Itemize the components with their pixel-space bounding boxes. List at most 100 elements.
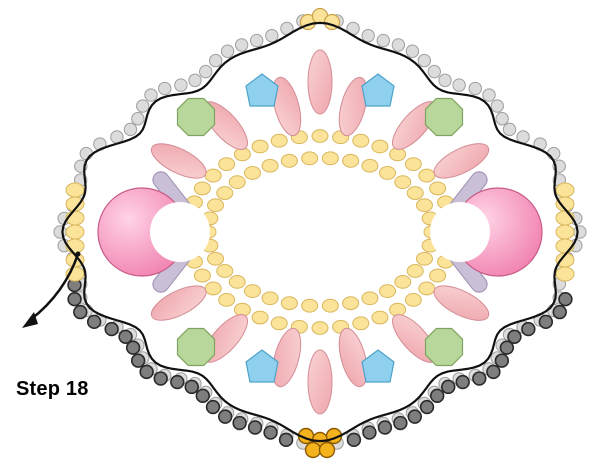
highlighted-bead [394,417,407,430]
highlighted-bead [421,401,434,414]
highlighted-bead [132,354,145,367]
yellow-seed-bead [556,267,574,281]
orange-bead [320,443,335,458]
highlighted-bead [431,389,444,402]
yellow-seed-bead [362,159,378,172]
orange-bead [306,443,321,458]
gray-seed-bead [54,226,66,238]
highlighted-bead [280,433,293,446]
yellow-seed-bead [362,292,378,305]
highlighted-bead [495,354,508,367]
pink-cabochons [98,188,542,276]
gray-seed-bead [200,65,212,77]
yellow-seed-bead [353,317,369,330]
yellow-seed-bead [205,282,221,295]
gray-seed-bead [145,89,157,101]
green-octagon-bead [426,329,463,366]
yellow-seed-bead [194,269,210,282]
gray-seed-bead [491,100,503,112]
gray-seed-bead [189,74,201,86]
yellow-seed-bead [405,158,421,171]
highlighted-bead [154,372,167,385]
gray-seed-bead [418,54,430,66]
gray-seed-bead [362,29,374,41]
yellow-seed-bead [302,299,318,312]
highlighted-bead [207,401,220,414]
gray-seed-bead [137,100,149,112]
rose-petal-bead [308,350,332,414]
gray-seed-bead [503,123,515,135]
gray-seed-bead [175,79,187,91]
yellow-seed-bead [343,297,359,310]
highlighted-bead [119,330,132,343]
yellow-seed-bead [430,269,446,282]
yellow-seed-bead [281,297,297,310]
gray-seed-bead [483,89,495,101]
gray-seed-bead [439,74,451,86]
yellow-seed-bead [302,152,318,165]
yellow-seed-bead [407,187,423,200]
highlighted-bead [553,306,566,319]
highlighted-bead [88,315,101,328]
yellow-seed-bead [395,275,411,288]
highlighted-bead [487,365,500,378]
highlighted-bead [500,341,513,354]
yellow-seed-bead [430,182,446,195]
gray-seed-bead [266,29,278,41]
gray-seed-bead [547,147,559,159]
yellow-seed-bead [219,293,235,306]
highlighted-bead [196,389,209,402]
yellow-seed-bead [262,159,278,172]
yellow-seed-bead [229,176,245,189]
rose-petal-bead [308,50,332,114]
highlighted-bead [442,380,455,393]
yellow-seed-bead [407,265,423,278]
yellow-seed-bead [252,140,268,153]
highlighted-bead [363,426,376,439]
yellow-seed-bead [217,265,233,278]
yellow-seed-bead [66,225,84,239]
gray-seed-bead [235,39,247,51]
blue-crystal-bead [246,74,278,106]
yellow-seed-bead [405,293,421,306]
highlighted-bead [559,293,572,306]
gray-seed-bead [392,39,404,51]
orange-bottom-beads [299,429,342,458]
yellow-seed-bead [312,322,328,335]
highlighted-bead [264,426,277,439]
yellow-seed-bead [343,154,359,167]
green-octagon-bead [426,99,463,136]
highlighted-bead [379,421,392,434]
yellow-seed-bead [271,134,287,147]
highlighted-bead [456,376,469,389]
highlighted-bead [68,293,81,306]
yellow-seed-bead [379,285,395,298]
highlighted-bead [140,365,153,378]
blue-crystal-bead [246,350,278,382]
yellow-seed-bead [353,134,369,147]
highlighted-bead [171,376,184,389]
gray-seed-bead [377,34,389,46]
yellow-seed-bead [194,182,210,195]
gray-seed-bead [80,147,92,159]
green-octagon-bead [178,329,215,366]
yellow-seed-bead [379,167,395,180]
gray-seed-bead [496,113,508,125]
highlighted-bead [473,372,486,385]
yellow-seed-bead [395,176,411,189]
yellow-seed-bead [322,152,338,165]
gray-seed-bead [469,82,481,94]
yellow-seed-bead [66,183,84,197]
yellow-seed-bead [556,183,574,197]
highlighted-bead [233,417,246,430]
yellow-seed-bead [322,299,338,312]
yellow-seed-bead [312,130,328,143]
highlighted-bead [539,315,552,328]
highlighted-bead [249,421,262,434]
gray-seed-bead [159,82,171,94]
yellow-seed-bead [208,199,224,212]
yellow-seed-bead [252,311,268,324]
highlighted-bead [105,323,118,336]
blue-crystal-bead [362,350,394,382]
